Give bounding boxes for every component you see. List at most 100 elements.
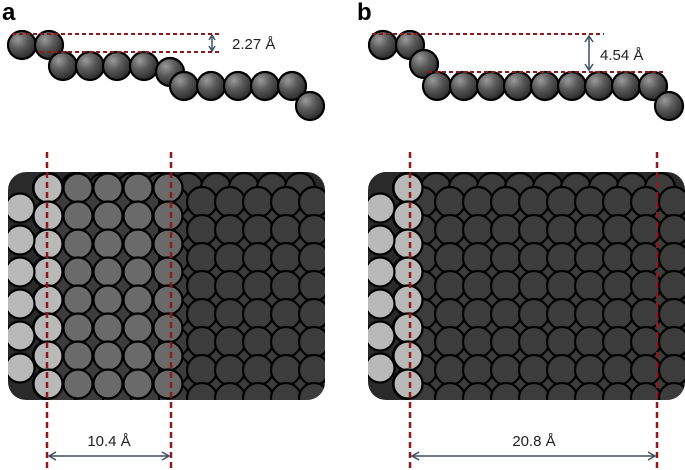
side-atom — [47, 50, 79, 82]
side-atom — [556, 70, 588, 102]
dark-atom — [601, 213, 635, 247]
dark-atom — [241, 381, 275, 400]
dark-atom — [185, 297, 219, 331]
dark-atom — [185, 241, 219, 275]
dark-atom — [657, 269, 685, 303]
side-atom — [529, 70, 561, 102]
dark-atom — [657, 325, 685, 359]
dark-atom — [657, 213, 685, 247]
dark-atom — [297, 213, 325, 247]
dark-atom — [601, 297, 635, 331]
dark-atom — [629, 353, 663, 387]
mid-atom — [92, 200, 124, 232]
panel-a-width-label: 10.4 Å — [87, 433, 130, 450]
dark-atom — [213, 297, 247, 331]
dark-atom — [461, 269, 495, 303]
mid-atom — [152, 172, 184, 204]
mid-atom — [92, 340, 124, 372]
light-atom — [8, 320, 36, 352]
dark-atom — [461, 325, 495, 359]
dark-atom — [657, 241, 685, 275]
dark-atom — [433, 297, 467, 331]
dark-atom — [461, 297, 495, 331]
dark-atom — [657, 297, 685, 331]
dark-atom — [517, 213, 551, 247]
dark-atom — [545, 241, 579, 275]
dark-atom — [297, 241, 325, 275]
light-atom — [368, 192, 396, 224]
dark-atom — [573, 185, 607, 219]
dark-atom — [573, 297, 607, 331]
dark-atom — [573, 325, 607, 359]
light-atom — [368, 288, 396, 320]
panel-b-step-label: 4.54 Å — [600, 47, 643, 64]
panel-a-width-annotation: 10.4 Å — [47, 433, 171, 461]
mid-atom — [92, 228, 124, 260]
light-atom — [392, 368, 424, 400]
mid-atom — [62, 228, 94, 260]
light-atom — [8, 288, 36, 320]
dark-atom — [241, 241, 275, 275]
dark-atom — [573, 269, 607, 303]
dark-atom — [185, 325, 219, 359]
dark-atom — [297, 297, 325, 331]
side-atom — [367, 29, 399, 61]
side-atom — [448, 70, 480, 102]
dark-atom — [657, 185, 685, 219]
dark-atom — [517, 269, 551, 303]
side-atom — [583, 70, 615, 102]
dark-atom — [461, 185, 495, 219]
panel-a-side-view — [6, 29, 326, 122]
panel-b-width-annotation: 20.8 Å — [410, 433, 657, 461]
mid-atom — [122, 312, 154, 344]
mid-atom — [92, 284, 124, 316]
light-atom — [8, 256, 36, 288]
dark-atom — [241, 353, 275, 387]
mid-atom — [122, 368, 154, 400]
dark-atom — [433, 269, 467, 303]
dark-atom — [461, 381, 495, 400]
panel-b-top-view — [368, 172, 685, 400]
dark-atom — [213, 213, 247, 247]
dark-atom — [185, 269, 219, 303]
dark-atom — [601, 353, 635, 387]
dark-atom — [213, 269, 247, 303]
light-atom — [8, 192, 36, 224]
dark-atom — [489, 213, 523, 247]
dark-atom — [241, 185, 275, 219]
mid-atom — [62, 256, 94, 288]
dark-atom — [297, 269, 325, 303]
dark-atom — [517, 185, 551, 219]
panel-b-side-view — [367, 29, 685, 122]
side-atom — [6, 29, 38, 61]
dark-atom — [517, 297, 551, 331]
dark-atom — [213, 325, 247, 359]
dark-atom — [297, 353, 325, 387]
dark-atom — [297, 185, 325, 219]
panel-a-step-annotation: 2.27 Å — [12, 33, 275, 53]
dark-atom — [461, 353, 495, 387]
dark-atom — [601, 185, 635, 219]
side-atom — [294, 90, 326, 122]
dark-atom — [185, 185, 219, 219]
light-atom — [392, 256, 424, 288]
dark-atom — [601, 381, 635, 400]
mid-atom — [152, 228, 184, 260]
dark-atom — [489, 353, 523, 387]
dark-atom — [489, 297, 523, 331]
light-atom — [392, 340, 424, 372]
mid-atom — [152, 312, 184, 344]
dark-atom — [545, 213, 579, 247]
panel-a-step-label: 2.27 Å — [232, 36, 275, 53]
dark-atom — [601, 325, 635, 359]
dark-atom — [269, 185, 303, 219]
panel-a-label: a — [2, 0, 16, 26]
dark-atom — [241, 213, 275, 247]
dark-atom — [489, 381, 523, 400]
dark-atom — [489, 241, 523, 275]
side-atom — [421, 70, 453, 102]
light-atom — [392, 200, 424, 232]
side-atom — [74, 50, 106, 82]
dark-atom — [657, 381, 685, 400]
